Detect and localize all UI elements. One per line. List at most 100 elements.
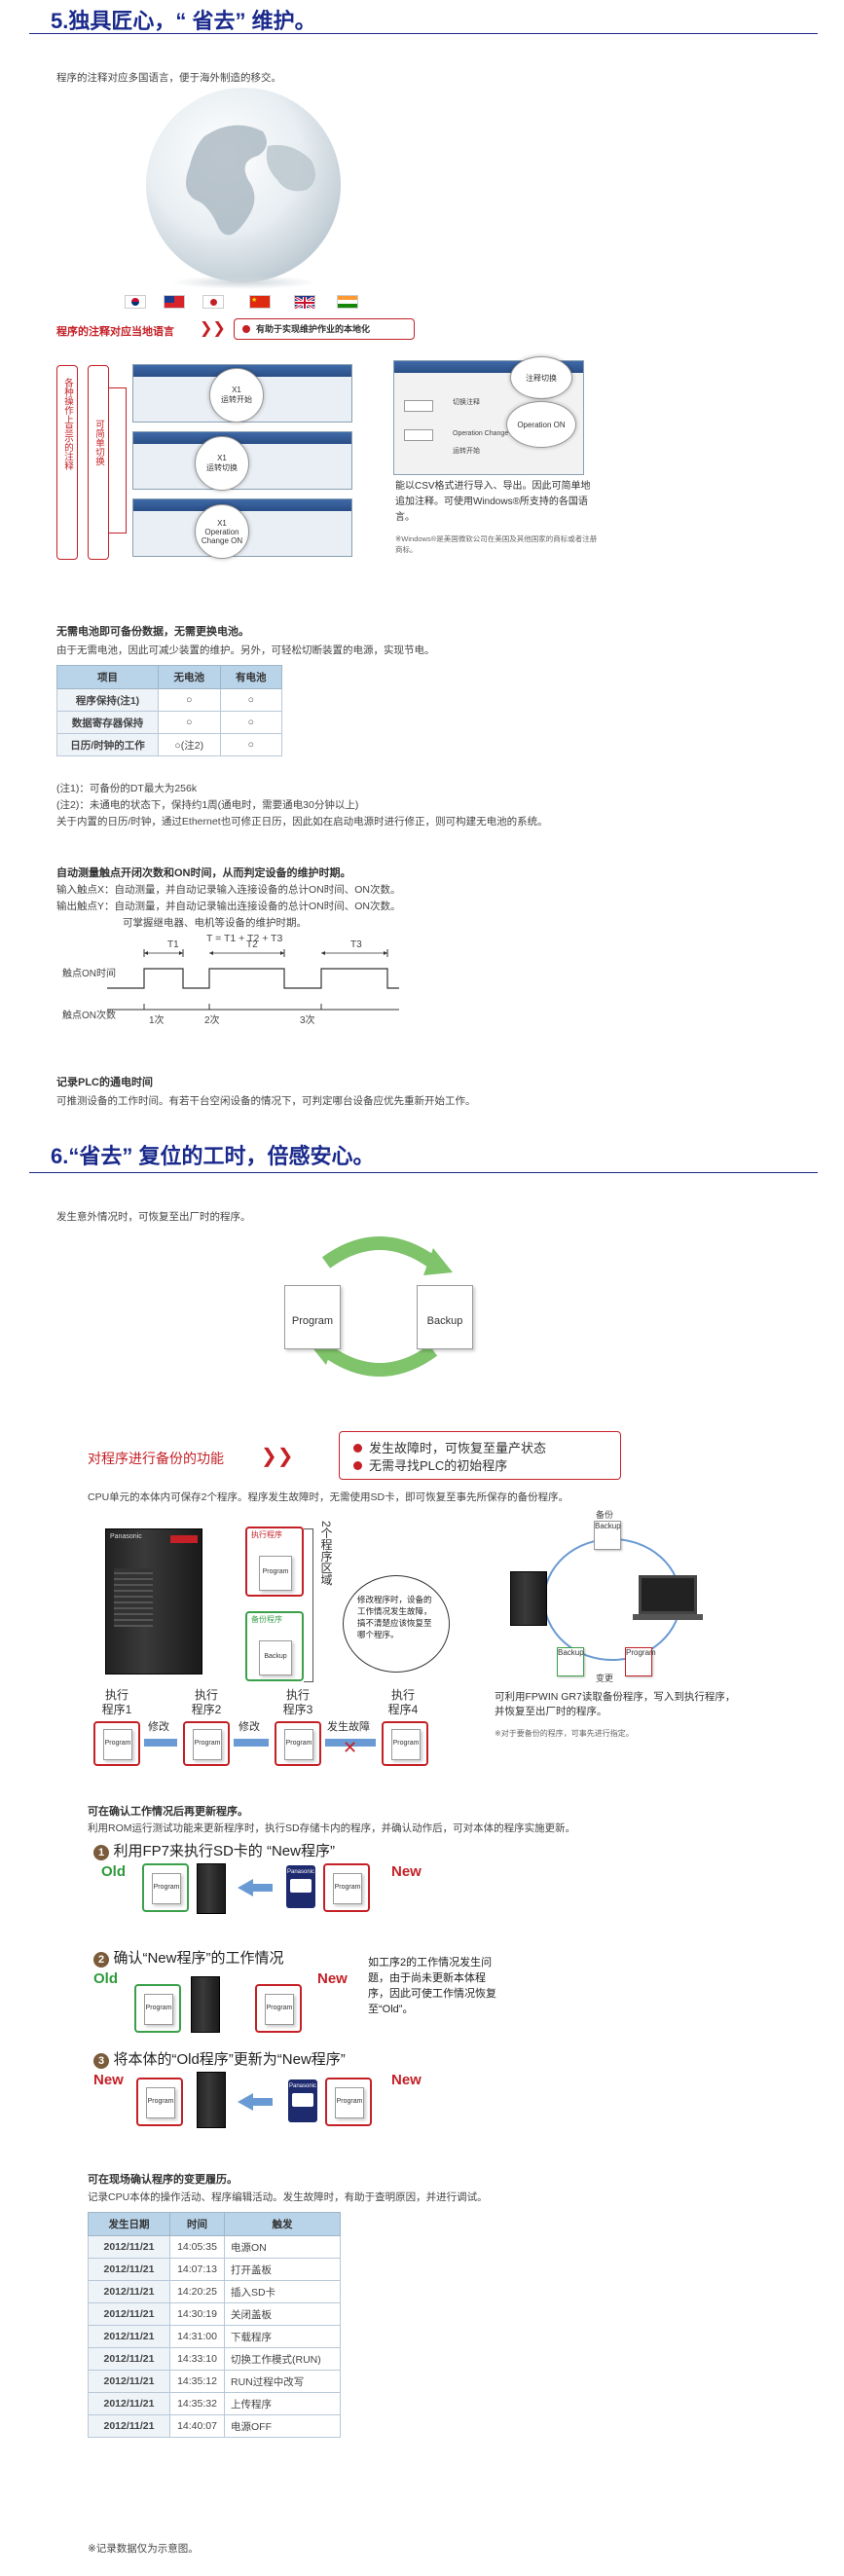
table-cell: ○ bbox=[219, 688, 282, 712]
table-cell: 切换工作模式(RUN) bbox=[224, 2347, 341, 2371]
plc-record-desc: 可推测设备的工作时间。有若干台空闲设备的情况下，可判定哪台设备应优先重新开始工作… bbox=[56, 1095, 476, 1107]
timing-diagram bbox=[107, 949, 399, 1011]
step3-new-label-left: New bbox=[93, 2072, 124, 2088]
step3-new-label-right: New bbox=[391, 2072, 422, 2088]
table-cell: 数据寄存器保持 bbox=[56, 711, 159, 734]
arrow-right-icon bbox=[234, 1739, 269, 1747]
exec-program-box-2: Program bbox=[183, 1721, 230, 1766]
backup-small-icon: Backup bbox=[594, 1521, 621, 1550]
battery-table-header: 项目 bbox=[56, 665, 159, 689]
step-1-heading: 1 利用FP7来执行SD卡的 “New程序” bbox=[93, 1840, 335, 1860]
step-1-text: 利用FP7来执行SD卡的 “New程序” bbox=[113, 1843, 335, 1859]
table-cell: 2012/11/21 bbox=[88, 2235, 170, 2259]
section5-divider bbox=[29, 33, 818, 34]
section5-title: 5.独具匠心，“ 省去” 维护。 bbox=[51, 9, 316, 33]
flag-uk-icon bbox=[294, 295, 315, 311]
double-chevron-icon: ❯❯ bbox=[200, 320, 226, 337]
flag-korea-icon bbox=[125, 295, 146, 309]
log-table-header: 发生日期 bbox=[88, 2212, 170, 2236]
globe-image bbox=[146, 88, 341, 282]
speech-bubble: 修改程序时，设备的工作情况发生故障，搞不清楚应该恢复至哪个程序。 bbox=[343, 1575, 450, 1673]
note-1: (注1)：可备份的DT最大为256k bbox=[56, 783, 198, 794]
backup-doc-icon: Backup bbox=[417, 1285, 473, 1349]
backup-func-label: 对程序进行备份的功能 bbox=[88, 1451, 224, 1466]
section6-divider bbox=[29, 1172, 818, 1173]
battery-desc: 由于无需电池，因此可减少装置的维护。另外，可轻松切断装置的电源，实现节电。 bbox=[56, 644, 435, 656]
plc-record-title: 记录PLC的通电时间 bbox=[56, 1077, 153, 1088]
step-2-text: 确认“New程序”的工作情况 bbox=[113, 1950, 284, 1967]
lang-bullet-text: 有助于实现维护作业的本地化 bbox=[256, 324, 371, 334]
flag-japan-icon bbox=[202, 295, 224, 309]
rom-desc: 利用ROM运行测试功能来更新程序时，执行SD存储卡内的程序，并确认动作后，可对本… bbox=[88, 1822, 576, 1834]
step1-new-box: Program bbox=[323, 1863, 370, 1912]
table-cell: 插入SD卡 bbox=[224, 2280, 341, 2303]
table-cell: 程序保持(注1) bbox=[56, 688, 159, 712]
multilang-intro: 程序的注释对应多国语言，便于海外制造的移交。 bbox=[56, 72, 281, 84]
table-cell: ○ bbox=[158, 688, 221, 712]
backup-program-frame: 备份程序 Backup bbox=[245, 1611, 304, 1681]
table-cell: 2012/11/21 bbox=[88, 2302, 170, 2326]
exec-program-tag: 执行程序 bbox=[251, 1530, 282, 1539]
sd-card-icon: Panasonic bbox=[288, 2079, 317, 2122]
log-table-header: 时间 bbox=[169, 2212, 225, 2236]
table-cell: 2012/11/21 bbox=[88, 2370, 170, 2393]
cpu-desc: CPU单元的本体内可保存2个程序。程序发生故障时，无需使用SD卡，即可恢复至事先… bbox=[88, 1491, 569, 1503]
bullet-icon bbox=[353, 1444, 362, 1453]
arrow-left-shaft bbox=[253, 2098, 273, 2106]
modify-label-1: 修改 bbox=[148, 1721, 169, 1733]
backup-bullet-2: 无需寻找PLC的初始程序 bbox=[369, 1458, 508, 1473]
log-desc: 记录CPU本体的操作活动、程序编辑活动。发生故障时，有助于查明原因，并进行调试。 bbox=[88, 2191, 488, 2203]
step2-old-box: Program bbox=[134, 1984, 181, 2033]
csv-text: 能以CSV格式进行导入、导出。因此可简单地追加注释。可使用Windows®所支持… bbox=[395, 481, 591, 523]
table-cell: 日历/时钟的工作 bbox=[56, 733, 159, 756]
table-cell: 14:35:32 bbox=[169, 2392, 225, 2415]
table-cell: 14:30:19 bbox=[169, 2302, 225, 2326]
backup-small-icon-2: Backup bbox=[557, 1647, 584, 1676]
step1-new-label: New bbox=[391, 1863, 422, 1880]
sd-card-icon: Panasonic bbox=[286, 1865, 315, 1908]
table-cell: ○ bbox=[158, 711, 221, 734]
table-cell: 14:33:10 bbox=[169, 2347, 225, 2371]
table-cell: ○ bbox=[219, 711, 282, 734]
backup-bullet-1: 发生故障时，可恢复至量产状态 bbox=[369, 1441, 547, 1455]
table-cell: 下载程序 bbox=[224, 2325, 341, 2348]
laptop-base bbox=[633, 1614, 703, 1620]
table-row: 日历/时钟的工作 ○(注2) ○ bbox=[56, 733, 282, 756]
exec-program-box-4: Program bbox=[382, 1721, 428, 1766]
lang-bullet-box: 有助于实现维护作业的本地化 bbox=[234, 318, 415, 340]
timing-t1: T1 bbox=[167, 939, 179, 950]
step1-old-box: Program bbox=[142, 1863, 189, 1912]
exec-program-box-1: Program bbox=[93, 1721, 140, 1766]
table-row: 数据寄存器保持 ○ ○ bbox=[56, 711, 282, 734]
bullet-icon bbox=[242, 325, 250, 333]
step2-note: 如工序2的工作情况发生问题，由于尚未更新本体程序，因此可使工作情况恢复至“Old… bbox=[368, 1957, 496, 2015]
table-cell: 2012/11/21 bbox=[88, 2325, 170, 2348]
step-number-2: 2 bbox=[93, 1952, 109, 1968]
table-cell: 2012/11/21 bbox=[88, 2414, 170, 2438]
globe-shadow bbox=[170, 276, 316, 289]
switch-label-right: 可简单切换 bbox=[93, 420, 104, 466]
bracket-connector bbox=[109, 387, 127, 534]
table-cell: 2012/11/21 bbox=[88, 2258, 170, 2281]
auto-title: 自动测量触点开闭次数和ON时间，从而判定设备的维护时期。 bbox=[56, 867, 351, 879]
auto-output: 输出触点Y：自动测量，并自动记录输出连接设备的总计ON时间、ON次数。 bbox=[56, 901, 401, 912]
battery-table-header: 无电池 bbox=[158, 665, 221, 689]
modify-label-2: 修改 bbox=[239, 1721, 260, 1733]
speech-bubble-text: 修改程序时，设备的工作情况发生故障，搞不清楚应该恢复至哪个程序。 bbox=[357, 1595, 432, 1639]
log-title: 可在现场确认程序的变更履历。 bbox=[88, 2174, 238, 2186]
arrow-right-icon bbox=[144, 1739, 177, 1747]
table-cell: 14:35:12 bbox=[169, 2370, 225, 2393]
flag-china-icon: ★ bbox=[249, 295, 271, 309]
backup-program-tag: 备份程序 bbox=[251, 1615, 282, 1624]
timing-t3: T3 bbox=[350, 939, 362, 950]
timing-c2: 2次 bbox=[204, 1015, 220, 1026]
flag-india-icon bbox=[337, 295, 358, 309]
step2-plc-image bbox=[191, 1976, 220, 2033]
